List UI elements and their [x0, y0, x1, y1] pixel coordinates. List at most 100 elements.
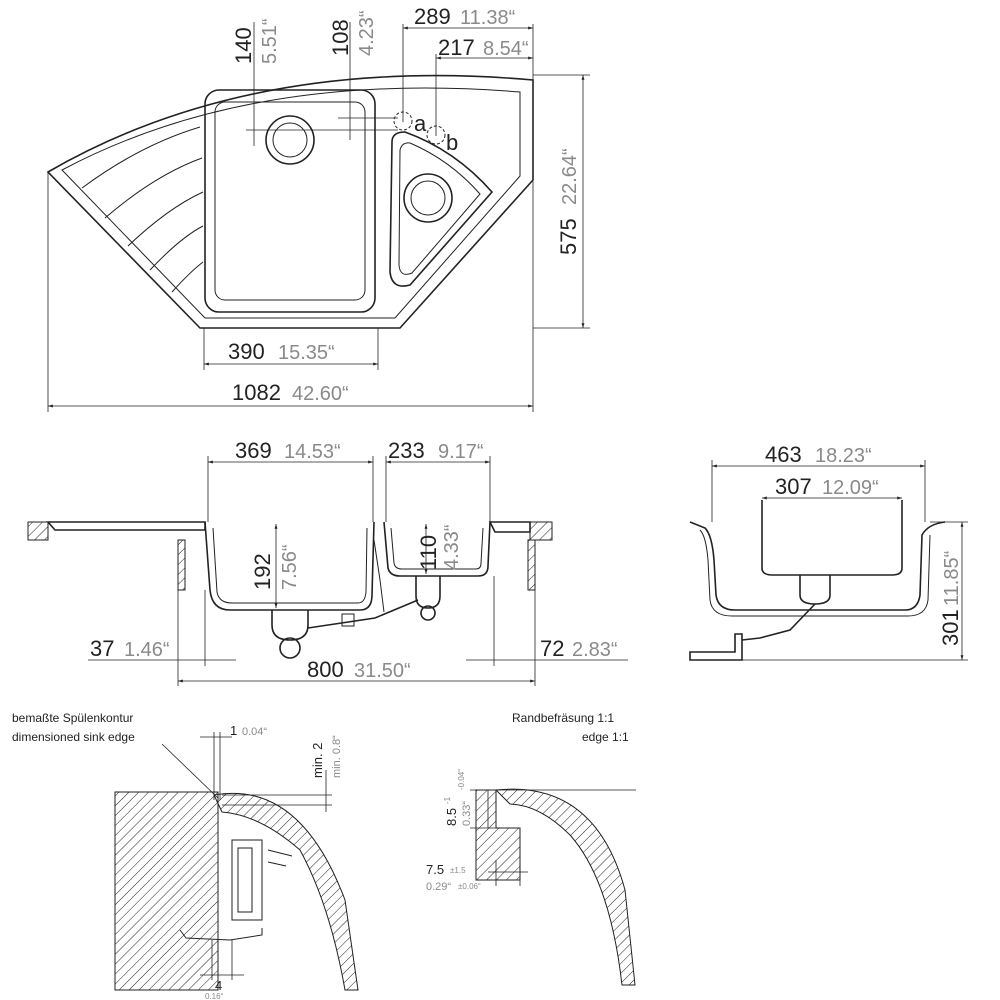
dim-min2-value: min. 2 — [310, 743, 325, 778]
edge-sink-rim — [494, 788, 636, 986]
dim-108-value: 108 — [328, 19, 353, 56]
dim-217-inch: 8.54“ — [483, 38, 529, 60]
point-a-label: a — [414, 111, 427, 136]
countertop-right — [529, 521, 553, 541]
dim-1-inch: 0.04“ — [242, 726, 267, 738]
front-small-bowl — [383, 521, 491, 577]
dim-390-inch: 15.35“ — [278, 342, 335, 364]
dim-1-value: 1 — [230, 723, 237, 738]
side-waste-pipe — [741, 603, 816, 641]
dim-1082-inch: 42.60“ — [292, 383, 349, 405]
dim-min2-inch: min. 0.8“ — [331, 735, 343, 778]
detail-label-en: dimensioned sink edge — [12, 730, 135, 744]
detail-left: bemaßte Spülenkontur dimensioned sink ed… — [12, 711, 359, 1000]
dim-800-value: 800 — [307, 657, 344, 682]
dim-575-inch: 22.64“ — [559, 148, 581, 205]
dim-463-value: 463 — [765, 442, 802, 467]
detail-sink-rim — [213, 792, 359, 991]
front-main-bowl — [204, 521, 375, 611]
detail-right: Randbefräsung 1:1 edge 1:1 8.5 -1 0.33“ … — [426, 711, 636, 986]
dim-72-inch: 2.83“ — [572, 639, 618, 661]
dim-85-value: 8.5 — [444, 808, 459, 826]
front-rim-right — [488, 521, 531, 533]
side-outline-inner — [699, 529, 931, 617]
dim-301-value: 301 — [938, 609, 963, 646]
small-bowl — [389, 131, 494, 287]
dim-85-tol: -1 — [443, 796, 452, 804]
dim-369-inch: 14.53“ — [284, 441, 341, 463]
dim-289-inch: 11.38“ — [460, 7, 515, 29]
dim-575-value: 575 — [556, 218, 581, 255]
pipe-connector — [341, 613, 355, 627]
side-drain — [799, 575, 831, 605]
detail-label-de: bemaßte Spülenkontur — [12, 711, 133, 725]
dim-800-inch: 31.50“ — [354, 660, 411, 682]
dim-72-value: 72 — [540, 636, 564, 661]
detail-clip — [231, 839, 263, 921]
dim-4-value: 4 — [215, 978, 222, 993]
dim-108-inch: 4.23“ — [356, 10, 378, 56]
side-bowl — [761, 500, 903, 576]
dim-4-inch: 0.16“ — [205, 992, 224, 1000]
drainboard-groove — [171, 261, 204, 293]
drainboard-inner-edge — [61, 87, 521, 319]
front-rim — [46, 521, 206, 531]
front-main-bowl-inner — [212, 527, 368, 604]
dim-307-value: 307 — [775, 474, 812, 499]
dim-75-inch: 0.29“ — [426, 881, 451, 893]
dim-75-value: 7.5 — [426, 862, 444, 877]
detail-screw — [267, 849, 293, 867]
dim-192-value: 192 — [250, 553, 275, 590]
dim-301-inch: 11.85“ — [941, 551, 963, 606]
drainboard-groove — [149, 225, 204, 271]
main-bowl — [204, 89, 376, 313]
dim-140-value: 140 — [231, 27, 256, 64]
dim-37-inch: 1.46“ — [124, 639, 170, 661]
main-bowl-inner — [214, 101, 366, 301]
dim-75-tol: ±1.5 — [450, 866, 466, 875]
cabinet-wall-right — [527, 539, 536, 591]
main-drain — [265, 115, 315, 165]
drainboard-groove — [81, 126, 201, 189]
side-outline — [689, 521, 946, 611]
cabinet-wall-left — [177, 539, 186, 591]
top-view: a b 140 5.51“ 108 4.23“ 289 11.38“ 217 8… — [46, 4, 590, 412]
dim-233-inch: 9.17“ — [438, 441, 484, 463]
front-small-bowl-inner — [390, 527, 484, 570]
countertop-left — [27, 521, 49, 541]
dim-390-value: 390 — [228, 339, 265, 364]
drainboard-groove — [104, 157, 203, 219]
dim-463-inch: 18.23“ — [815, 445, 872, 467]
detail-clip-inner — [237, 847, 253, 913]
dim-233-value: 233 — [388, 438, 425, 463]
small-drain — [403, 173, 453, 223]
point-b-label: b — [446, 130, 458, 155]
dim-369-value: 369 — [235, 438, 272, 463]
main-drain-trap — [271, 610, 309, 641]
side-section: 463 18.23“ 307 12.09“ 301 11.85“ — [689, 442, 968, 661]
main-drain-inner — [272, 122, 308, 158]
detail-title-en: edge 1:1 — [582, 730, 629, 744]
front-section: 369 14.53“ 233 9.17“ 192 7.56“ 110 4.33“… — [27, 438, 628, 686]
dim-289-value: 289 — [414, 4, 451, 29]
waste-pipe — [307, 599, 419, 629]
detail-bracket — [179, 928, 263, 941]
dim-85-inch: 0.33“ — [461, 801, 473, 826]
side-trap-outlet — [689, 633, 743, 661]
detail-countertop — [114, 791, 219, 991]
small-drain-inner — [410, 180, 446, 216]
dim-307-inch: 12.09“ — [822, 477, 879, 499]
dim-110-inch: 4.33“ — [441, 524, 463, 570]
dim-1082-value: 1082 — [232, 380, 281, 405]
small-bowl-inner — [398, 142, 481, 275]
dim-140-inch: 5.51“ — [259, 18, 281, 64]
dim-85-inch-tol: -0.04“ — [457, 769, 466, 790]
dim-75-inch-tol: ±0.06“ — [458, 882, 481, 891]
dim-192-inch: 7.56“ — [279, 544, 301, 590]
overflow-pipe — [373, 539, 385, 613]
detail-title-de: Randbefräsung 1:1 — [512, 711, 614, 725]
drainboard-groove — [127, 191, 204, 247]
small-drain-trap — [415, 576, 441, 609]
dim-110-value: 110 — [416, 535, 441, 570]
